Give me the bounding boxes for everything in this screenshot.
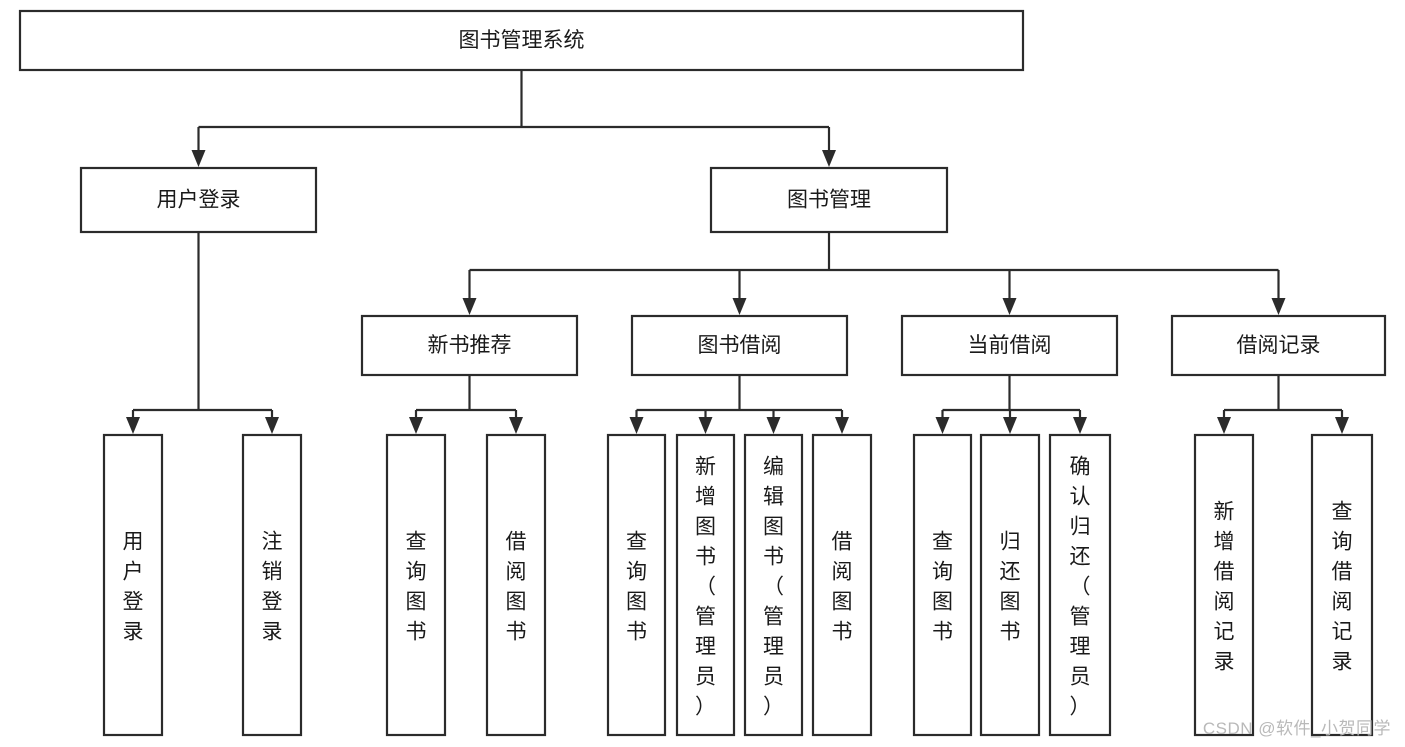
node-label: 查询图书 <box>626 530 647 643</box>
node-label: 图书借阅 <box>698 334 782 357</box>
connector-group-current-borrow <box>935 375 1087 434</box>
arrow-head-icon <box>835 417 849 434</box>
node-label: 新书推荐 <box>428 334 512 357</box>
node-leaf-return-book[interactable]: 归还图书 <box>979 433 1041 737</box>
node-box <box>900 314 1119 377</box>
node-leaf-edit-book[interactable]: 编辑图书（管理员） <box>743 433 804 737</box>
node-label: 确认归还（管理员） <box>1070 455 1091 718</box>
node-box <box>241 433 303 737</box>
node-box <box>709 166 949 234</box>
node-box <box>79 166 318 234</box>
node-layer: 图书管理系统用户登录图书管理新书推荐图书借阅当前借阅借阅记录用户登录注销登录查询… <box>18 9 1387 737</box>
arrow-head-icon <box>191 150 206 167</box>
arrow-head-icon <box>822 150 836 167</box>
node-label: 归还图书 <box>1000 530 1021 643</box>
arrow-head-icon <box>766 417 781 434</box>
connector-group-book-borrow <box>629 375 849 434</box>
node-label: 借阅记录 <box>1237 334 1321 357</box>
node-box <box>18 9 1025 72</box>
node-new-book-rec[interactable]: 新书推荐 <box>360 314 579 377</box>
node-leaf-query-book-cur[interactable]: 查询图书 <box>912 433 973 737</box>
node-leaf-add-record[interactable]: 新增借阅记录 <box>1193 433 1255 737</box>
arrow-head-icon <box>462 298 477 315</box>
node-label: 借阅图书 <box>506 530 527 643</box>
node-leaf-query-book-rec[interactable]: 查询图书 <box>385 433 447 737</box>
node-root[interactable]: 图书管理系统 <box>18 9 1025 72</box>
node-leaf-borrow-book[interactable]: 借阅图书 <box>811 433 873 737</box>
connector-group-borrow-record <box>1217 375 1349 434</box>
node-box <box>360 314 579 377</box>
arrow-head-icon <box>1335 417 1349 434</box>
node-leaf-confirm-return[interactable]: 确认归还（管理员） <box>1048 433 1112 737</box>
node-label: 用户登录 <box>157 189 241 212</box>
node-box <box>1193 433 1255 737</box>
node-label: 借阅图书 <box>832 530 853 643</box>
node-box <box>630 314 849 377</box>
connector-group-user-login <box>126 232 279 434</box>
node-leaf-query-book-borrow[interactable]: 查询图书 <box>606 433 667 737</box>
arrow-head-icon <box>509 417 523 434</box>
connector-group-root <box>191 70 836 167</box>
arrow-head-icon <box>409 417 423 434</box>
node-label: 当前借阅 <box>968 334 1052 357</box>
node-borrow-record[interactable]: 借阅记录 <box>1170 314 1387 377</box>
node-leaf-query-record[interactable]: 查询借阅记录 <box>1310 433 1374 737</box>
node-box <box>385 433 447 737</box>
arrow-head-icon <box>265 417 279 434</box>
node-box <box>912 433 973 737</box>
node-book-borrow[interactable]: 图书借阅 <box>630 314 849 377</box>
node-box <box>102 433 164 737</box>
node-box <box>811 433 873 737</box>
arrow-head-icon <box>1003 417 1017 434</box>
node-box <box>675 433 736 737</box>
arrow-head-icon <box>698 417 713 434</box>
node-book-manage[interactable]: 图书管理 <box>709 166 949 234</box>
node-leaf-add-book[interactable]: 新增图书（管理员） <box>675 433 736 737</box>
watermark-text: CSDN @软件_小贺同学 <box>1202 719 1391 738</box>
node-label: 图书管理 <box>787 189 871 212</box>
node-label: 新增图书（管理员） <box>695 455 716 718</box>
arrow-head-icon <box>629 417 644 434</box>
node-box <box>979 433 1041 737</box>
node-user-login[interactable]: 用户登录 <box>79 166 318 234</box>
node-box <box>1310 433 1374 737</box>
arrow-head-icon <box>1002 298 1017 315</box>
connector-group-new-book-rec <box>409 375 523 434</box>
connector-group-book-manage <box>462 232 1286 315</box>
node-label: 用户登录 <box>123 530 144 643</box>
node-box <box>485 433 547 737</box>
node-current-borrow[interactable]: 当前借阅 <box>900 314 1119 377</box>
node-box <box>1170 314 1387 377</box>
node-label: 查询图书 <box>406 530 427 643</box>
node-leaf-logout[interactable]: 注销登录 <box>241 433 303 737</box>
connector-layer <box>126 70 1349 434</box>
node-label: 查询借阅记录 <box>1332 500 1353 673</box>
arrow-head-icon <box>1073 417 1087 434</box>
node-leaf-user-login[interactable]: 用户登录 <box>102 433 164 737</box>
node-label: 注销登录 <box>262 530 283 643</box>
node-label: 编辑图书（管理员） <box>763 455 784 718</box>
arrow-head-icon <box>935 417 950 434</box>
arrow-head-icon <box>732 298 747 315</box>
node-label: 新增借阅记录 <box>1214 500 1235 673</box>
node-box <box>743 433 804 737</box>
node-box <box>606 433 667 737</box>
node-leaf-borrow-book-rec[interactable]: 借阅图书 <box>485 433 547 737</box>
arrow-head-icon <box>1271 298 1286 315</box>
arrow-head-icon <box>1217 417 1231 434</box>
arrow-head-icon <box>126 417 140 434</box>
node-label: 图书管理系统 <box>459 29 585 52</box>
node-box <box>1048 433 1112 737</box>
node-label: 查询图书 <box>932 530 953 643</box>
